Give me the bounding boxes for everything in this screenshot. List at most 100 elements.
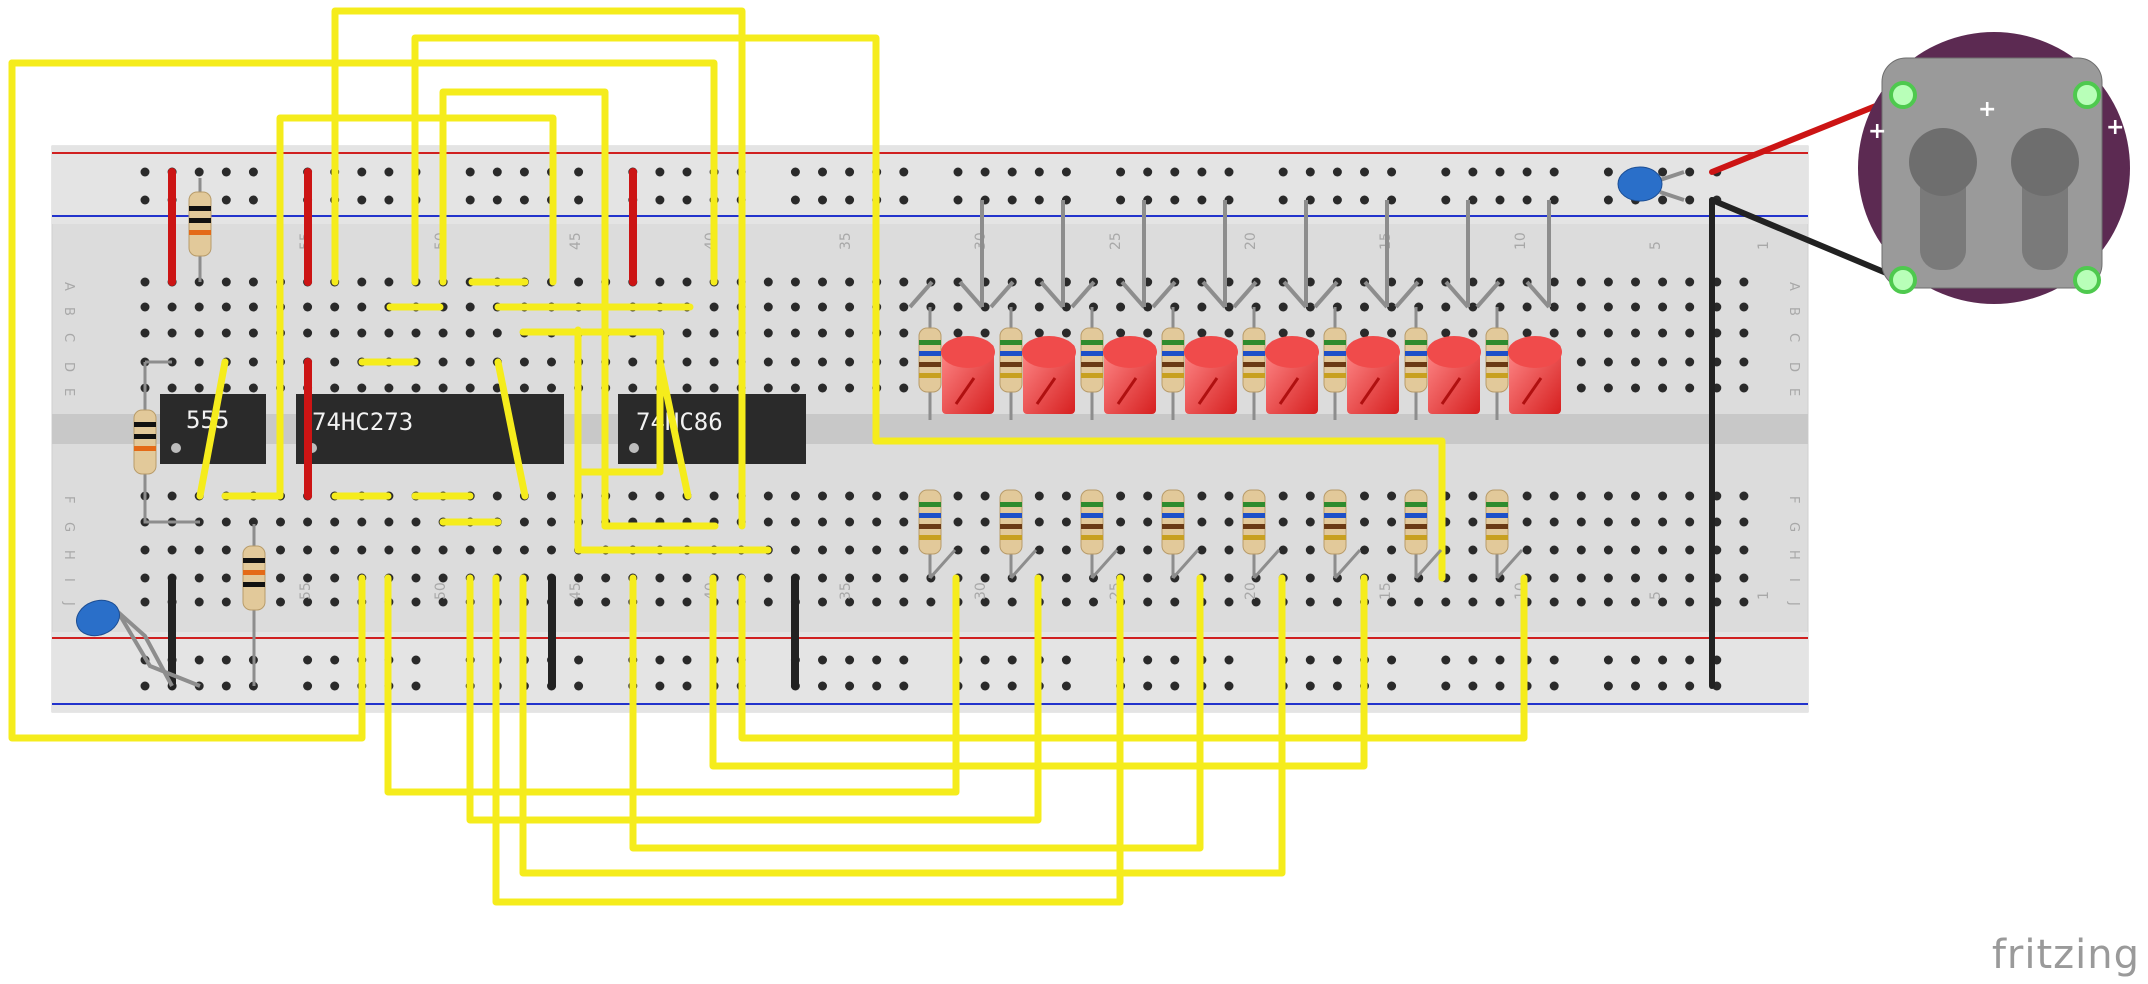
led-lead <box>1120 280 1146 309</box>
row-letter: B <box>61 307 76 316</box>
breadboard-hole <box>628 383 638 393</box>
breadboard-hole <box>1739 328 1749 338</box>
breadboard-hole <box>845 597 855 607</box>
breadboard-hole <box>1685 302 1695 312</box>
breadboard-hole <box>492 491 502 501</box>
breadboard-hole <box>1143 491 1153 501</box>
breadboard-hole <box>1631 517 1640 527</box>
breadboard-hole <box>872 573 882 583</box>
breadboard-hole <box>628 491 638 501</box>
resistor <box>1485 327 1509 393</box>
rail-hole <box>1034 195 1044 205</box>
row-letter: J <box>1786 601 1801 606</box>
breadboard-hole <box>1387 573 1397 583</box>
column-number: 45 <box>568 232 584 250</box>
resistor-band <box>1405 513 1427 518</box>
rail-hole <box>1360 167 1369 177</box>
resistor <box>918 489 942 555</box>
breadboard-hole <box>1224 491 1234 501</box>
breadboard-hole <box>248 517 258 527</box>
breadboard-hole <box>1576 545 1586 555</box>
breadboard-hole <box>465 328 475 338</box>
breadboard-hole <box>1116 491 1126 501</box>
rail-hole <box>1685 655 1695 665</box>
rail-hole <box>953 195 963 205</box>
wire <box>709 574 1368 770</box>
breadboard-hole <box>709 328 719 338</box>
breadboard-hole <box>438 545 448 555</box>
rail-hole <box>1332 195 1342 205</box>
resistor <box>999 327 1023 393</box>
breadboard-hole <box>1034 545 1044 555</box>
breadboard-hole <box>1603 302 1613 312</box>
breadboard-hole <box>384 328 394 338</box>
battery-minus-label: - <box>1868 243 1877 268</box>
breadboard-hole <box>1658 383 1668 393</box>
row-letter: D <box>61 362 76 372</box>
breadboard-hole <box>763 383 773 393</box>
wire <box>656 358 692 500</box>
rail-hole <box>1685 195 1695 205</box>
breadboard-hole <box>411 573 421 583</box>
rail-hole <box>384 195 394 205</box>
rail-hole <box>790 167 800 177</box>
resistor-band <box>919 502 941 507</box>
breadboard-hole <box>330 517 340 527</box>
resistor-band <box>1405 351 1427 356</box>
column-number: 50 <box>433 582 449 600</box>
breadboard-hole <box>1549 517 1559 527</box>
rail-hole <box>1441 681 1451 691</box>
rail-hole <box>1360 195 1369 205</box>
rail-hole <box>1631 655 1640 665</box>
rail-hole <box>845 655 855 665</box>
breadboard-hole <box>845 545 855 555</box>
breadboard-hole <box>465 383 475 393</box>
breadboard-hole <box>1739 597 1749 607</box>
resistor-lead <box>1495 549 1524 579</box>
rail-hole <box>1468 195 1478 205</box>
breadboard-hole <box>1685 357 1695 367</box>
breadboard-hole <box>574 573 584 583</box>
breadboard-hole <box>1305 573 1315 583</box>
breadboard-hole <box>818 328 827 338</box>
rail-hole <box>682 195 692 205</box>
resistor-band <box>1162 535 1184 540</box>
breadboard-hole <box>438 383 448 393</box>
battery-power-wire <box>1709 92 1906 175</box>
breadboard-hole <box>1576 491 1586 501</box>
rail-hole <box>899 655 909 665</box>
breadboard-hole <box>1603 277 1613 287</box>
power-wires <box>168 92 1906 690</box>
resistor <box>1161 327 1185 393</box>
breadboard-hole <box>845 517 855 527</box>
resistor-band <box>919 535 941 540</box>
breadboard-hole <box>140 597 150 607</box>
column-number: 20 <box>1243 582 1259 600</box>
rail-hole <box>845 195 855 205</box>
breadboard-hole <box>790 545 800 555</box>
resistor-band <box>1162 524 1184 529</box>
rail-hole <box>1143 167 1153 177</box>
resistor-band <box>919 524 941 529</box>
breadboard-hole <box>872 491 882 501</box>
rail-hole <box>1468 681 1478 691</box>
resistor <box>918 327 942 393</box>
led-unit <box>989 200 1076 579</box>
breadboard-hole <box>1116 302 1126 312</box>
rail-hole <box>818 167 827 177</box>
breadboard-hole <box>818 545 827 555</box>
rail-hole <box>1495 195 1505 205</box>
rail-hole <box>872 681 882 691</box>
led-lead <box>1363 280 1389 309</box>
resistor-band <box>1000 362 1022 367</box>
breadboard-hole <box>1631 328 1640 338</box>
breadboard-hole <box>1360 517 1369 527</box>
resistor-band <box>1324 502 1346 507</box>
rail-hole <box>221 167 231 177</box>
breadboard-hole <box>818 517 827 527</box>
resistor-band <box>1324 535 1346 540</box>
led-dome <box>941 336 995 368</box>
breadboard-hole <box>140 573 150 583</box>
breadboard-hole <box>1603 357 1613 367</box>
